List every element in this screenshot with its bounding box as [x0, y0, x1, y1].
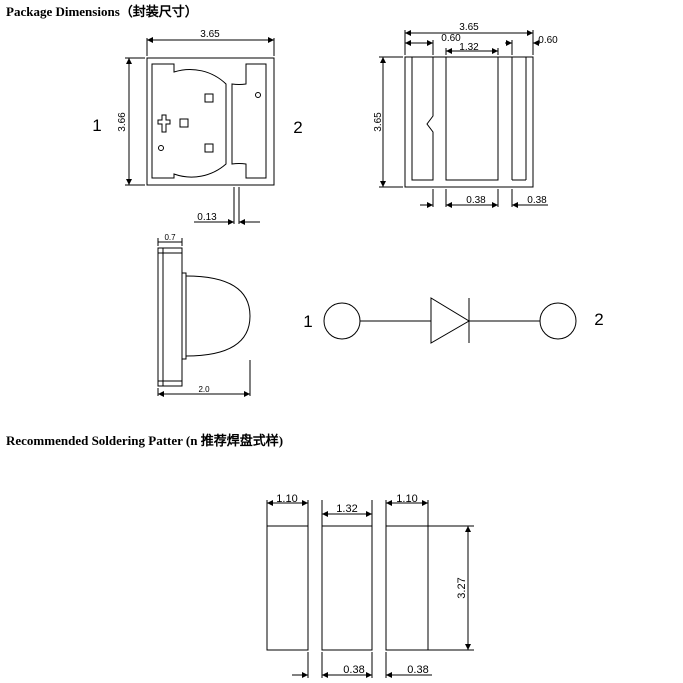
marker-dot: [255, 92, 261, 98]
top-width-label: 3.65: [200, 29, 220, 40]
top-pin-2-label: 2: [293, 118, 302, 137]
bottom-gap-right-label: 0.38: [527, 195, 547, 206]
bottom-height-label: 3.65: [373, 112, 384, 132]
side-body: [157, 247, 183, 387]
pattern-pad-center-label: 1.32: [336, 503, 357, 515]
top-view-outline: [146, 57, 275, 186]
soldering-pattern: [266, 500, 474, 678]
pattern-height-label: 3.27: [456, 577, 468, 598]
bottom-pad-right-label: 0.60: [538, 35, 558, 46]
symbol-pin-1-label: 1: [303, 312, 312, 331]
bottom-center-label: 1.32: [459, 42, 479, 53]
bottom-pad-left-label: 0.60: [441, 33, 461, 44]
die-square: [204, 93, 214, 103]
side-view: [157, 238, 251, 397]
cathode-lead-frame: [231, 63, 267, 179]
bottom-gap-left-label: 0.38: [466, 195, 486, 206]
package-dimensions-heading: Package Dimensions（封装尺寸）: [6, 4, 198, 19]
cathode-terminal-circle: [539, 302, 577, 340]
center-pad: [445, 56, 499, 181]
solder-pad-left: [266, 525, 309, 651]
top-view: [125, 37, 275, 225]
bond-pad-square: [179, 118, 189, 128]
anode-terminal-circle: [323, 302, 361, 340]
left-pad: [411, 57, 434, 181]
bottom-view-outline: [404, 56, 534, 188]
pattern-pad-right-label: 1.10: [396, 493, 417, 505]
side-lens-dome: [185, 275, 251, 357]
side-step: [181, 272, 187, 360]
top-pin-1-label: 1: [92, 116, 101, 135]
pattern-gap-left-label: 0.38: [343, 664, 364, 676]
diode-triangle: [430, 297, 470, 344]
solder-pad-right: [385, 525, 429, 651]
symbol-pin-2-label: 2: [594, 310, 603, 329]
anode-lead-frame: [151, 63, 227, 179]
soldering-pattern-heading: Recommended Soldering Patter (n 推荐焊盘式样): [6, 433, 284, 448]
pattern-pad-left-label: 1.10: [276, 493, 297, 505]
lead-width-label: 0.13: [197, 212, 217, 223]
die-square: [204, 143, 214, 153]
pattern-gap-right-label: 0.38: [407, 664, 428, 676]
solder-pad-center: [321, 525, 373, 651]
marker-dot: [158, 145, 164, 151]
polarity-cross-mark: [157, 114, 171, 133]
bottom-view: [379, 30, 548, 208]
top-height-label: 3.66: [117, 112, 128, 132]
side-length-label: 2.0: [198, 385, 210, 394]
diode-symbol: [323, 297, 577, 344]
bottom-width-label: 3.65: [459, 22, 479, 33]
side-thickness-label: 0.7: [164, 233, 176, 242]
